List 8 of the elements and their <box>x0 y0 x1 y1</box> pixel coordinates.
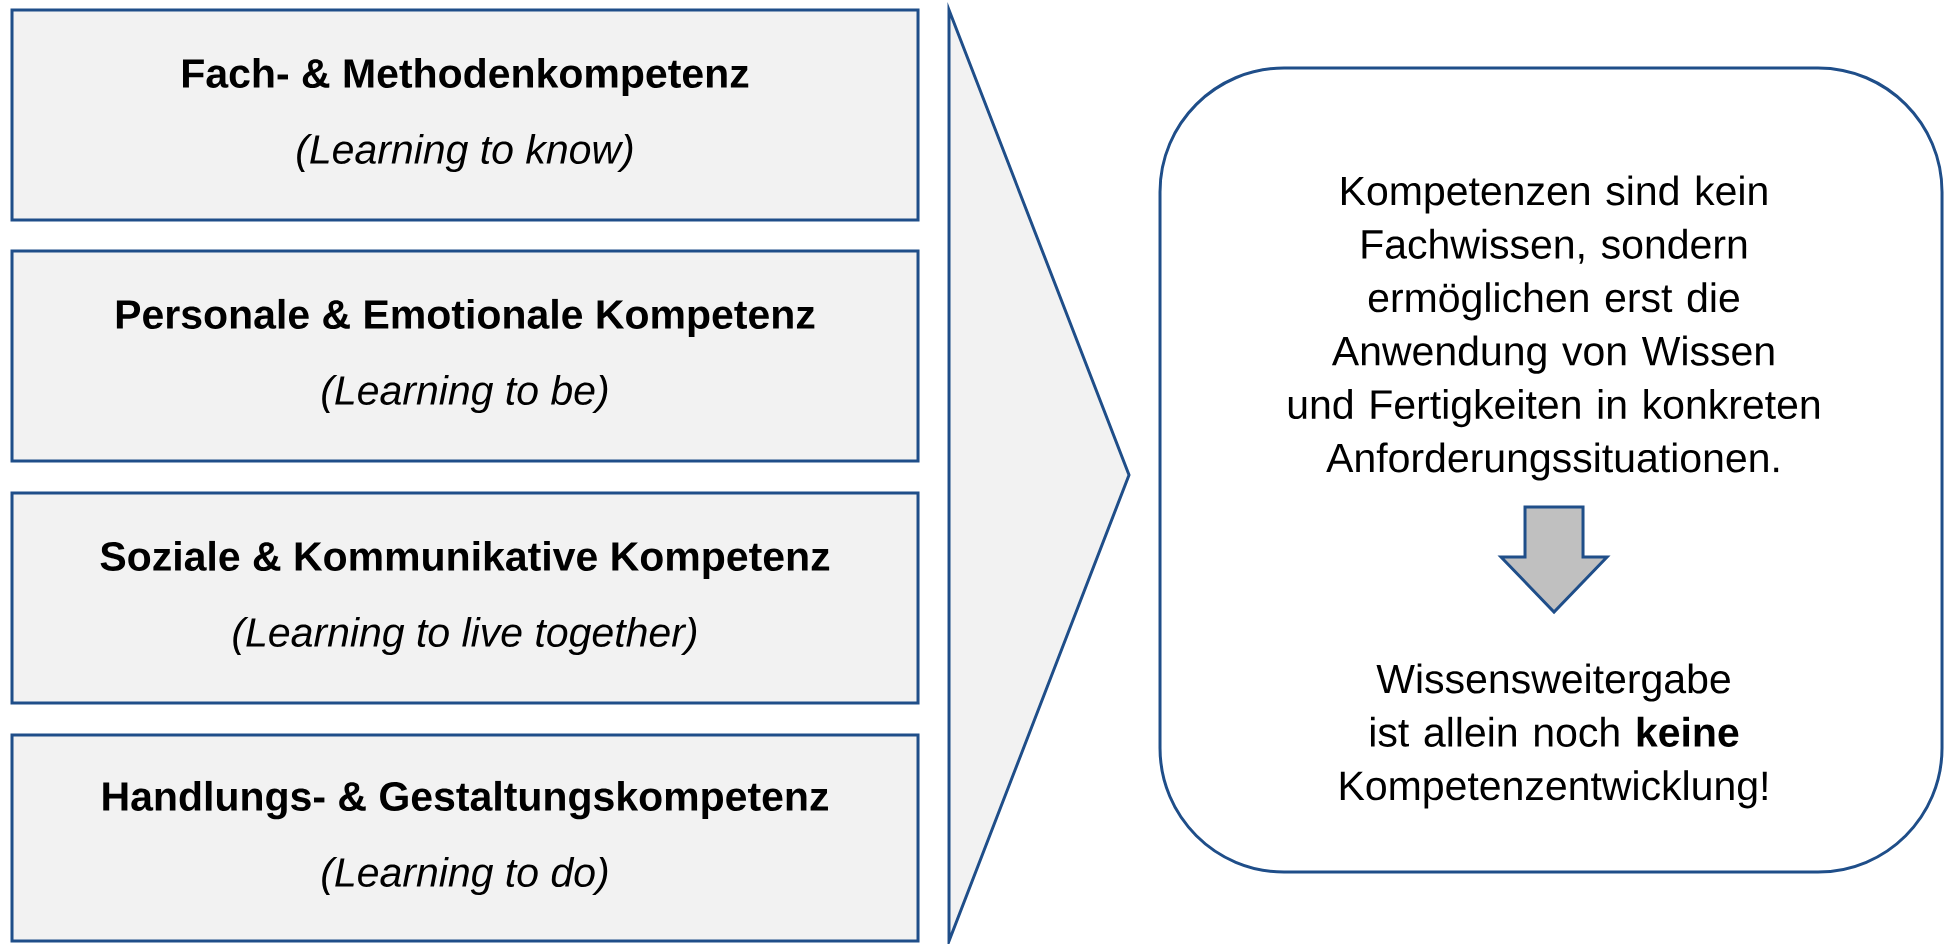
block-arrow <box>1497 505 1611 615</box>
competence-box: Personale & Emotionale Kompetenz (Learning to be) <box>10 249 920 463</box>
statement-text: Wissensweitergabe ist allein noch keine Kompetenzentwicklung! <box>1340 663 1767 809</box>
competence-box: Soziale & Kommunikative Kompetenz (Learning to live together) <box>10 491 920 705</box>
competence-box: Handlungs- & Gestaltungskompetenz (Learning to do) <box>10 733 920 943</box>
statement-text: Kompetenzen sind kein Fachwissen, sondern ermöglichen erst die Anwendung von Wissen und Fertigkeiten in konkreten Anforderungssituationen. <box>1288 175 1820 481</box>
competence-box: Fach- & Methodenkompetenz (Learning to know) <box>10 8 920 222</box>
rounded-panel <box>1158 66 1944 874</box>
